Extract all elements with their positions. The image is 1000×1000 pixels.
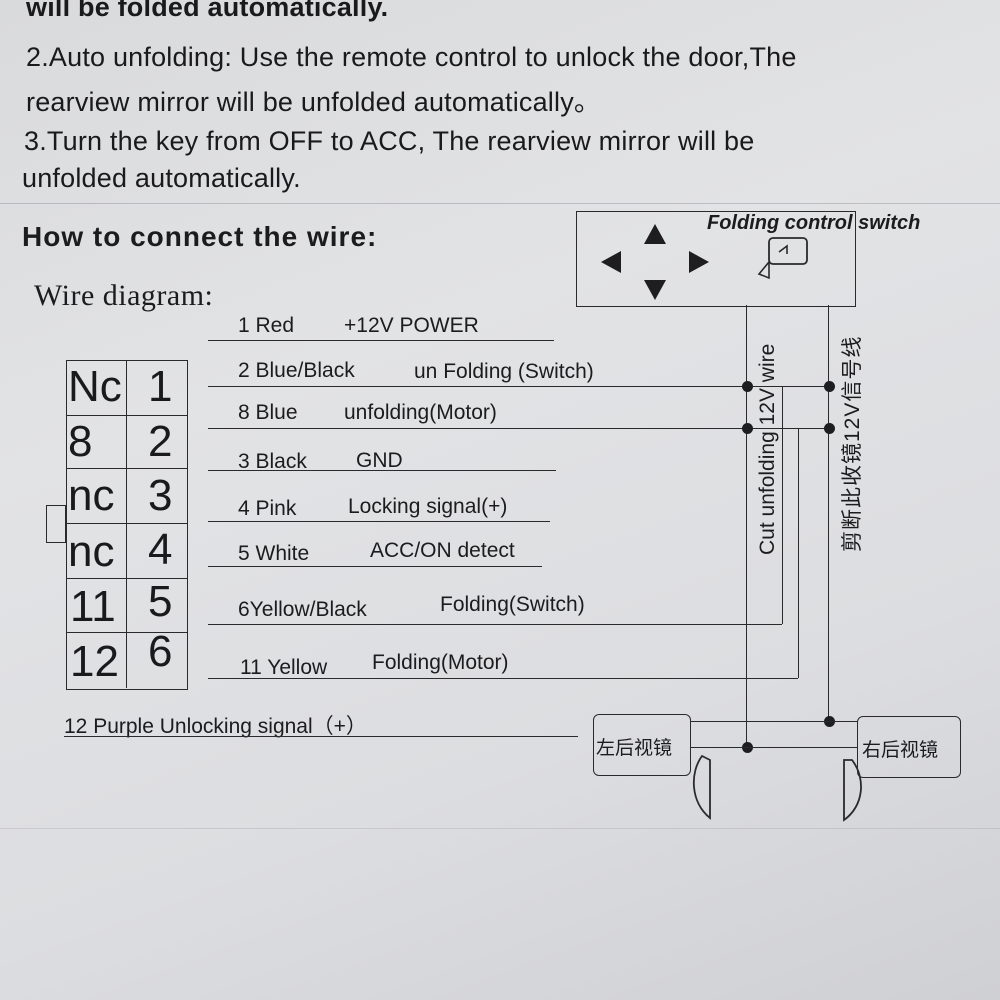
wire-number: 11 Yellow bbox=[240, 656, 328, 679]
pin-right: 1 bbox=[148, 362, 173, 411]
wire-link bbox=[748, 386, 828, 387]
switch-label: Folding control switch bbox=[707, 212, 921, 234]
wire-function: GND bbox=[356, 449, 403, 472]
pin-right: 4 bbox=[148, 525, 173, 574]
pin-left: 12 bbox=[70, 637, 119, 686]
mirror-link bbox=[690, 721, 858, 722]
right-mirror-box: 右后视镜 bbox=[857, 716, 961, 778]
cut-wire-label-en: Cut unfolding 12V wire bbox=[756, 343, 779, 555]
wire-number: 6Yellow/Black bbox=[238, 598, 367, 621]
wire-function: un Folding (Switch) bbox=[414, 360, 594, 383]
right-mirror-icon bbox=[843, 759, 862, 822]
wire-link bbox=[798, 428, 799, 678]
pin-left: 8 bbox=[68, 417, 93, 466]
instruction-line: 3.Turn the key from OFF to ACC, The rear… bbox=[24, 126, 755, 156]
paper-fold bbox=[0, 828, 1000, 829]
cut-wire-right bbox=[828, 305, 829, 720]
pin-right: 5 bbox=[148, 577, 173, 626]
connector-latch bbox=[46, 505, 66, 543]
connector-frame bbox=[66, 360, 188, 690]
connector-divider bbox=[126, 360, 127, 688]
pin-right: 6 bbox=[148, 627, 173, 676]
wire-function: +12V POWER bbox=[344, 314, 479, 337]
pin-right: 2 bbox=[148, 417, 173, 466]
wire-number: 3 Black bbox=[238, 450, 307, 473]
left-mirror-icon bbox=[692, 754, 711, 820]
connector-row-line bbox=[66, 632, 187, 633]
cut-wire-left bbox=[746, 305, 747, 748]
purple-wire-label: 12 Purple Unlocking signal（+） bbox=[64, 715, 367, 738]
section-heading: How to connect the wire: bbox=[22, 221, 378, 252]
wire-function: Folding(Motor) bbox=[372, 651, 509, 674]
pin-right: 3 bbox=[148, 471, 173, 520]
diagram-title: Wire diagram: bbox=[34, 279, 214, 312]
instruction-line: will be folded automatically. bbox=[26, 0, 389, 22]
paper-fold bbox=[0, 203, 1000, 204]
instruction-line: rearview mirror will be unfolded automat… bbox=[26, 87, 602, 117]
wire-function: Locking signal(+) bbox=[348, 495, 508, 518]
wire-number: 1 Red bbox=[238, 314, 295, 337]
connector-row-line bbox=[66, 415, 187, 416]
wire-number: 2 Blue/Black bbox=[238, 359, 355, 382]
wire-line bbox=[208, 624, 782, 625]
wire-function: Folding(Switch) bbox=[440, 593, 585, 616]
wire-line bbox=[208, 566, 542, 567]
wire-line bbox=[208, 428, 748, 429]
cut-wire-label-cn: 剪断此收镜12V信号线 bbox=[841, 335, 864, 552]
junction-dot bbox=[741, 422, 753, 434]
junction-dot bbox=[823, 422, 835, 434]
wire-line bbox=[208, 678, 798, 679]
wire-link bbox=[782, 386, 783, 624]
wire-function: ACC/ON detect bbox=[370, 539, 515, 562]
mirror-fold-icon bbox=[757, 237, 808, 280]
wire-line bbox=[208, 521, 550, 522]
instruction-line: unfolded automatically. bbox=[22, 163, 301, 193]
wire-line bbox=[64, 736, 578, 737]
left-mirror-label: 左后视镜 bbox=[596, 737, 673, 759]
pin-left: 11 bbox=[70, 582, 116, 631]
wire-number: 4 Pink bbox=[238, 497, 297, 520]
wire-line bbox=[208, 386, 748, 387]
wire-link bbox=[748, 428, 828, 429]
connector-row-line bbox=[66, 523, 187, 524]
wire-line bbox=[208, 470, 556, 471]
pin-left: Nc bbox=[68, 362, 122, 411]
left-mirror-box: 左后视镜 bbox=[593, 714, 691, 776]
instruction-line: 2.Auto unfolding: Use the remote control… bbox=[26, 42, 797, 72]
mirror-link bbox=[690, 747, 858, 748]
junction-dot bbox=[823, 380, 835, 392]
wire-line bbox=[208, 340, 554, 341]
switch-box: Folding control switch bbox=[576, 211, 920, 307]
right-mirror-label: 右后视镜 bbox=[862, 739, 939, 761]
connector-row-line bbox=[66, 468, 187, 469]
junction-dot bbox=[741, 380, 753, 392]
connector-row-line bbox=[66, 578, 187, 579]
wire-number: 8 Blue bbox=[238, 401, 298, 424]
direction-arrows-icon bbox=[601, 224, 709, 300]
pin-left: nc bbox=[68, 471, 115, 520]
wire-function: unfolding(Motor) bbox=[344, 401, 497, 424]
wire-number: 5 White bbox=[238, 542, 310, 565]
pin-left: nc bbox=[68, 527, 115, 576]
